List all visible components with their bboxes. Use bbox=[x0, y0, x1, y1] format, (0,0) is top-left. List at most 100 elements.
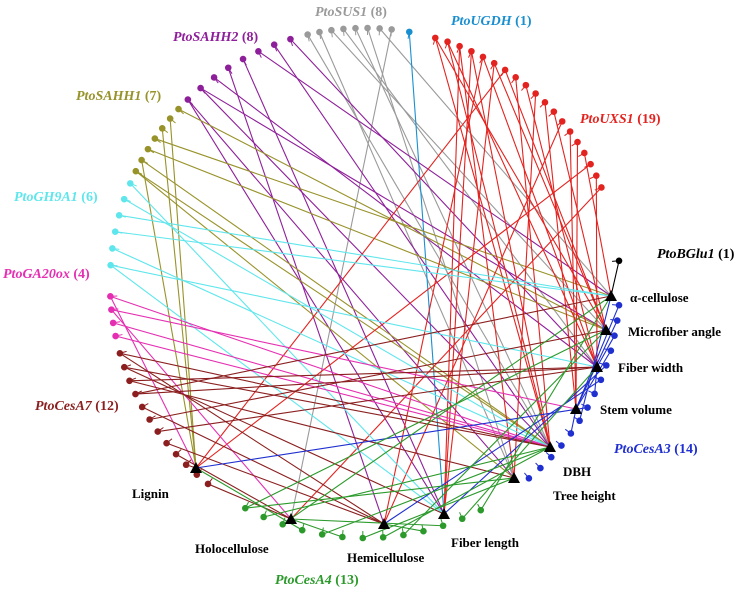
edge-PtoUXS1 bbox=[195, 163, 591, 469]
gene-node-PtoCesA4 bbox=[420, 527, 427, 535]
gene-node-PtoSAHH2 bbox=[255, 48, 262, 55]
edge-PtoSAHH1 bbox=[178, 108, 607, 331]
gene-name: PtoUXS1 bbox=[580, 112, 634, 127]
edge-PtoUXS1 bbox=[195, 69, 506, 469]
gene-name: PtoGH9A1 bbox=[14, 190, 78, 205]
trait-label-lignin: Lignin bbox=[132, 486, 170, 501]
label-PtoSAHH2: PtoSAHH2 (8) bbox=[173, 30, 259, 45]
edge-PtoCesA7 bbox=[175, 453, 292, 520]
gene-node-PtoSAHH2 bbox=[210, 74, 218, 81]
edge-PtoCesA4 bbox=[263, 446, 551, 518]
gene-node-PtoSAHH1 bbox=[138, 156, 145, 164]
edge-PtoUGDH bbox=[408, 31, 445, 515]
trait-label-alpha-cellulose: α-cellulose bbox=[630, 290, 689, 305]
gene-node-PtoSUS1 bbox=[304, 31, 311, 38]
edge-PtoSAHH2 bbox=[258, 50, 612, 297]
gene-node-PtoGH9A1 bbox=[111, 228, 119, 236]
edge-PtoSAHH1 bbox=[135, 170, 515, 479]
edge-PtoUXS1 bbox=[575, 142, 579, 410]
edge-PtoUXS1 bbox=[595, 175, 598, 368]
edge-PtoCesA7 bbox=[119, 352, 551, 448]
gene-node-PtoUXS1 bbox=[550, 108, 558, 115]
label-PtoSUS1: PtoSUS1 (8) bbox=[315, 5, 387, 20]
edge-PtoCesA4 bbox=[282, 295, 612, 525]
edge-PtoSUS1 bbox=[367, 27, 515, 479]
gene-node-PtoGH9A1 bbox=[107, 261, 114, 269]
gene-name: PtoBGlu1 bbox=[657, 247, 715, 262]
edge-PtoUXS1 bbox=[443, 63, 495, 515]
gene-node-PtoCesA3 bbox=[597, 376, 605, 384]
gene-name: PtoSAHH1 bbox=[76, 89, 141, 104]
gene-node-PtoCesA4 bbox=[359, 534, 367, 542]
gene-node-PtoGH9A1 bbox=[126, 180, 134, 187]
gene-node-PtoCesA3 bbox=[611, 332, 618, 339]
gene-node-PtoUXS1 bbox=[566, 128, 574, 135]
edge-PtoCesA4 bbox=[383, 523, 424, 532]
gene-name: PtoSAHH2 bbox=[173, 30, 238, 45]
edge-PtoCesA4 bbox=[382, 446, 551, 538]
gene-node-PtoCesA3 bbox=[584, 404, 591, 411]
gene-node-PtoGH9A1 bbox=[120, 195, 128, 203]
gene-node-PtoGH9A1 bbox=[115, 211, 123, 219]
gene-node-PtoCesA7 bbox=[182, 461, 190, 469]
edge-PtoUXS1 bbox=[470, 51, 551, 448]
trait-node-lignin bbox=[190, 462, 202, 473]
gene-node-PtoCesA7 bbox=[146, 416, 153, 423]
gene-node-PtoCesA3 bbox=[576, 417, 583, 425]
trait-label-tree-height: Tree height bbox=[553, 488, 616, 503]
gene-node-PtoCesA4 bbox=[400, 531, 407, 539]
gene-name: PtoCesA4 bbox=[275, 573, 332, 588]
edge-PtoCesA4 bbox=[290, 518, 343, 538]
trait-node-hemicellulose bbox=[378, 518, 390, 529]
gene-name: PtoCesA3 bbox=[614, 442, 671, 457]
label-PtoGA20ox: PtoGA20ox (4) bbox=[3, 267, 90, 282]
gene-node-PtoSAHH2 bbox=[184, 96, 192, 103]
edge-PtoCesA7 bbox=[124, 366, 551, 448]
edge-PtoCesA7 bbox=[166, 442, 385, 525]
edge-PtoSAHH2 bbox=[200, 87, 551, 448]
edge-PtoGH9A1 bbox=[119, 214, 612, 297]
trait-label-fiber-length: Fiber length bbox=[451, 535, 520, 550]
gene-node-PtoUXS1 bbox=[512, 73, 519, 81]
edge-PtoUXS1 bbox=[493, 62, 607, 331]
edge-PtoGH9A1 bbox=[129, 182, 445, 515]
edge-PtoUXS1 bbox=[383, 121, 563, 525]
gene-node-PtoSUS1 bbox=[352, 24, 359, 32]
gene-count: (8) bbox=[367, 5, 387, 20]
gene-node-PtoCesA4 bbox=[298, 526, 306, 534]
edge-PtoCesA4 bbox=[245, 329, 607, 509]
trait-node-tree-height bbox=[508, 472, 520, 483]
edge-PtoCesA7 bbox=[135, 366, 598, 395]
edge-PtoUXS1 bbox=[583, 152, 612, 297]
edge-PtoUXS1 bbox=[515, 77, 551, 448]
edge-PtoCesA4 bbox=[403, 329, 607, 536]
gene-node-PtoUXS1 bbox=[479, 53, 487, 61]
edge-PtoSUS1 bbox=[330, 29, 607, 331]
gene-node-PtoSAHH2 bbox=[197, 84, 204, 92]
gene-node-PtoUXS1 bbox=[468, 47, 475, 55]
gene-node-PtoSAHH1 bbox=[151, 135, 159, 142]
gene-node-PtoCesA3 bbox=[603, 362, 610, 369]
gene-node-PtoCesA4 bbox=[241, 504, 249, 512]
label-PtoSAHH1: PtoSAHH1 (7) bbox=[76, 89, 162, 104]
gene-node-PtoSAHH2 bbox=[239, 55, 247, 63]
edge-PtoGH9A1 bbox=[123, 198, 551, 448]
edge-PtoCesA3 bbox=[579, 295, 612, 421]
gene-node-PtoUXS1 bbox=[501, 66, 509, 74]
edge-PtoCesA4 bbox=[321, 446, 551, 535]
gene-node-PtoUXS1 bbox=[587, 160, 594, 168]
trait-node-dbh bbox=[544, 441, 556, 452]
gene-node-PtoUXS1 bbox=[558, 118, 566, 125]
edge-PtoGH9A1 bbox=[112, 247, 551, 448]
edge-PtoUXS1 bbox=[447, 41, 551, 448]
edge-PtoCesA3 bbox=[195, 406, 588, 469]
gene-node-PtoSAHH2 bbox=[287, 35, 294, 43]
edge-PtoCesA4 bbox=[480, 295, 612, 511]
edge-PtoCesA7 bbox=[119, 352, 385, 525]
gene-node-PtoUXS1 bbox=[444, 38, 451, 46]
gene-count: (19) bbox=[634, 112, 661, 127]
gene-node-PtoUXS1 bbox=[431, 34, 439, 42]
edge-PtoUXS1 bbox=[290, 187, 602, 520]
edge-PtoGH9A1 bbox=[110, 264, 445, 515]
